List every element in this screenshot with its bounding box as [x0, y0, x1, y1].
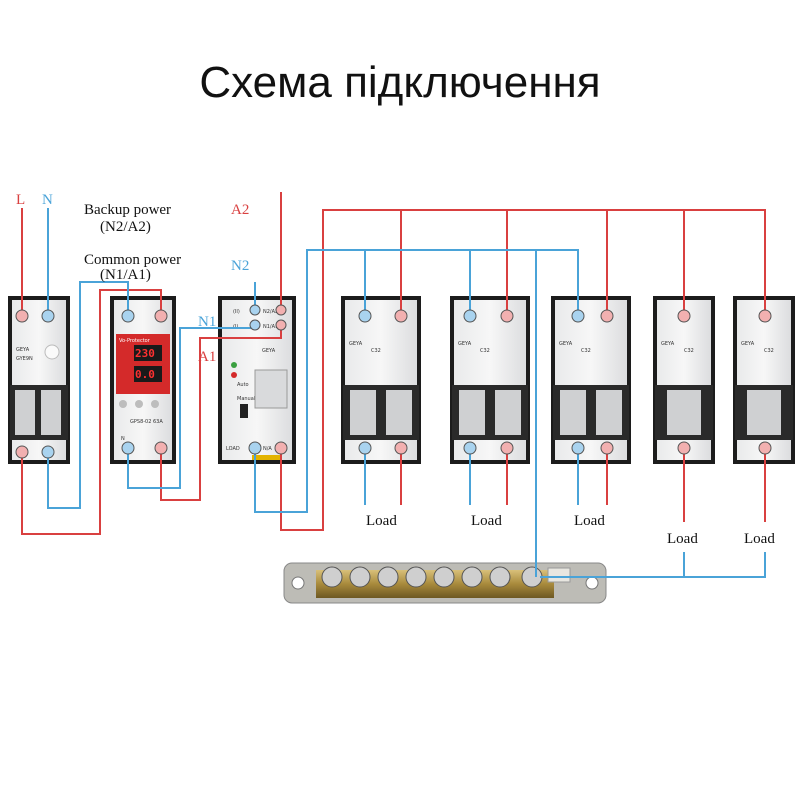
backup-power-label: Backup power — [84, 202, 171, 218]
breaker-2p-2: GEYA C32 — [450, 296, 530, 464]
label-l: L — [16, 192, 25, 208]
rcbo-brand: GEYA — [16, 347, 30, 353]
protector-term-n: N — [121, 436, 125, 442]
breaker-1p-1: GEYA C32 — [653, 296, 715, 464]
protector-reading-bottom: 0.0 — [135, 368, 155, 381]
label-a2: A2 — [231, 202, 249, 218]
breaker-rating: C32 — [581, 348, 591, 354]
breaker-rating: C32 — [480, 348, 490, 354]
load-label-3: Load — [574, 513, 605, 529]
voltage-protector-device: Vo-Protector 230 0.0 GPS8-02 63A N — [110, 296, 176, 464]
ats-term-ii: (II) — [233, 309, 240, 315]
label-n: N — [42, 192, 53, 208]
common-power-label: Common power — [84, 252, 181, 268]
label-n2: N2 — [231, 258, 249, 274]
protector-reading-top: 230 — [135, 347, 155, 360]
breaker-rating: C32 — [371, 348, 381, 354]
rcbo-model: GYE9N — [16, 356, 33, 362]
live-wires — [21, 192, 766, 535]
load-label-2: Load — [471, 513, 502, 529]
common-power-sub: (N1/A1) — [100, 267, 151, 283]
load-label-5: Load — [744, 531, 775, 547]
ats-load-label: LOAD — [226, 446, 240, 452]
ats-n2a2: N2/A2 — [263, 309, 278, 315]
ats-auto-label: Auto — [237, 382, 249, 388]
neutral-busbar — [283, 562, 607, 604]
protector-header: Vo-Protector — [119, 338, 151, 344]
breaker-brand: GEYA — [458, 341, 472, 347]
ats-na-label: N/A — [263, 446, 272, 452]
breaker-brand: GEYA — [661, 341, 675, 347]
page-title: Схема підключення — [199, 58, 601, 107]
neutral-wires — [47, 208, 766, 578]
breaker-rating: C32 — [684, 348, 694, 354]
label-a1: A1 — [198, 349, 216, 365]
breaker-brand: GEYA — [741, 341, 755, 347]
rcbo-device: GEYA GYE9N — [8, 296, 70, 464]
breaker-1p-2: GEYA C32 — [733, 296, 795, 464]
load-label-1: Load — [366, 513, 397, 529]
terminal-screws — [15, 304, 772, 459]
label-n1: N1 — [198, 314, 216, 330]
breaker-2p-1: GEYA C32 — [341, 296, 421, 464]
breaker-brand: GEYA — [349, 341, 363, 347]
ats-manual-label: Manual — [237, 396, 255, 402]
breaker-rating: C32 — [764, 348, 774, 354]
ats-brand: GEYA — [262, 348, 276, 354]
protector-model: GPS8-02 63A — [130, 419, 163, 425]
breaker-2p-3: GEYA C32 — [551, 296, 631, 464]
ats-n1a1: N1/A1 — [263, 324, 278, 330]
breaker-brand: GEYA — [559, 341, 573, 347]
backup-power-sub: (N2/A2) — [100, 219, 151, 235]
load-label-4: Load — [667, 531, 698, 547]
